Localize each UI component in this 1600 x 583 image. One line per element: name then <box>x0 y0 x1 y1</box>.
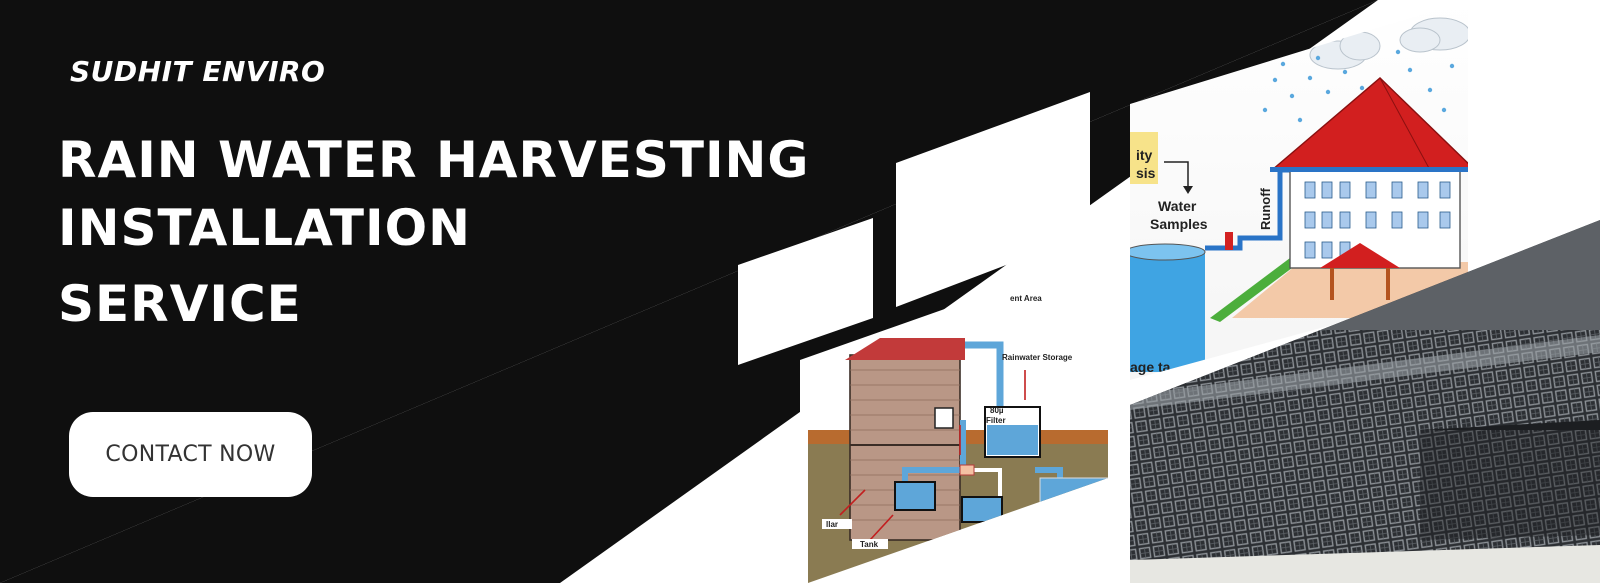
tank-label: Tank <box>860 540 879 549</box>
headline: RAIN WATER HARVESTING INSTALLATION SERVI… <box>58 126 809 338</box>
quality-label-line1: ity <box>1136 147 1153 163</box>
white-slant-card-small <box>738 218 873 365</box>
storage-tank-label: age ta <box>1130 359 1171 375</box>
catchment-area-label: ent Area <box>1010 294 1042 303</box>
brand-name: SUDHIT ENVIRO <box>70 55 326 88</box>
headline-line-2: INSTALLATION <box>58 199 471 257</box>
cellar-label: llar <box>826 520 838 529</box>
water-samples-label-line1: Water <box>1158 198 1197 214</box>
contact-now-button[interactable]: CONTACT NOW <box>69 412 312 497</box>
headline-line-1: RAIN WATER HARVESTING <box>58 131 810 189</box>
filter-label-line1: 80µ <box>990 406 1004 415</box>
water-samples-label-line2: Samples <box>1150 216 1208 232</box>
runoff-label: Runoff <box>1258 187 1273 230</box>
rainwater-storage-label: Rainwater Storage <box>1002 353 1073 362</box>
headline-line-3: SERVICE <box>58 275 302 333</box>
quality-label-line2: sis <box>1136 165 1156 181</box>
white-slant-card-large <box>896 92 1090 307</box>
filter-label-line2: Filter <box>986 416 1006 425</box>
